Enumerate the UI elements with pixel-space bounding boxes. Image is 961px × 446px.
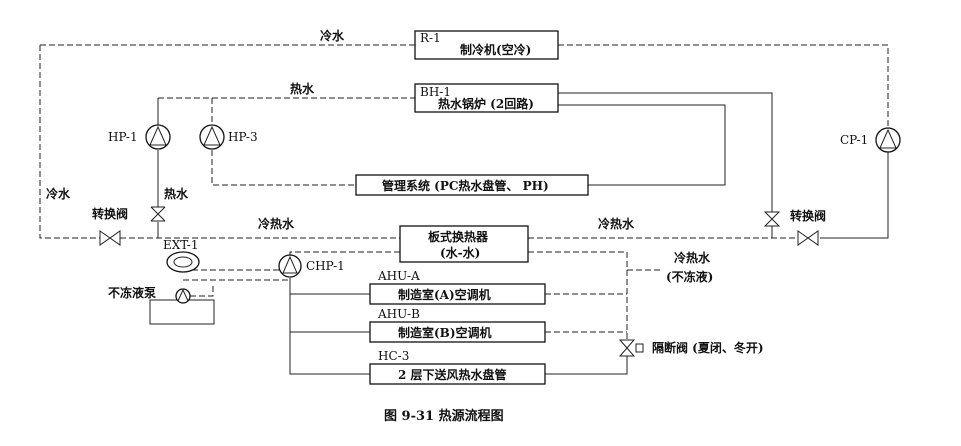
- figure-caption: 图 9-31 热源流程图: [384, 408, 504, 424]
- heat-exchanger-box: [399, 225, 529, 263]
- chp1-label: CHP-1: [306, 259, 345, 273]
- flow-label-hot-mid: 热水: [164, 186, 189, 201]
- hc3-return: [545, 356, 628, 375]
- bh1-boiler-box: [414, 83, 559, 113]
- hp1-pump-icon: [145, 124, 171, 150]
- isolation-valve-icon: [618, 339, 644, 357]
- switch-valve-left-label: 转换阀: [92, 206, 128, 221]
- ahu-b-box: [369, 321, 546, 343]
- flow-label-coldhot-left: 冷热水: [258, 216, 295, 231]
- mgmt-name: 管理系统 (PC热水盘管、 PH): [382, 178, 549, 193]
- flow-label-coldhot-side-2: (不冻液): [666, 269, 713, 284]
- mgmt-system-box: [355, 174, 589, 196]
- cp1-label: CP-1: [840, 133, 868, 147]
- r1-name: 制冷机(空冷): [460, 42, 531, 57]
- antifreeze-pipe: [190, 283, 214, 297]
- chp1-down-pipe: [289, 278, 370, 375]
- ahu-b-name: 制造室(B)空调机: [398, 325, 492, 340]
- flow-label-hot-top: 热水: [290, 81, 315, 96]
- hc3-id: HC-3: [378, 349, 409, 363]
- antifreeze-pump-label: 不冻液泵: [108, 285, 156, 300]
- bh1-name: 热水锅炉 (2回路): [438, 96, 534, 111]
- antifreeze-pump-icon: [175, 288, 191, 304]
- cold-water-return-pipe: [558, 44, 889, 128]
- ahu-a-box: [369, 283, 546, 305]
- hx-secondary-return: [528, 251, 628, 340]
- hp3-down-pipe: [211, 150, 356, 186]
- ext1-pump-icon: [166, 251, 200, 273]
- mgmt-return-pipe: [558, 104, 726, 186]
- antifreeze-tank: [149, 299, 215, 325]
- flow-label-cold-top: 冷水: [320, 28, 345, 43]
- chp1-pump-icon: [278, 254, 302, 278]
- hx-name-2: (水-水): [440, 245, 480, 260]
- cp1-pump-icon: [875, 127, 901, 153]
- hc3-name: 2 层下送风热水盘管: [398, 367, 507, 382]
- boiler-to-valve-pipe: [558, 92, 773, 212]
- switch-valve-bottom-icon: [797, 230, 819, 246]
- r1-id: R-1: [420, 31, 441, 45]
- bh1-id: BH-1: [420, 85, 451, 99]
- flow-label-coldhot-side-1: 冷热水: [674, 250, 711, 265]
- hot-water-valve-icon: [150, 206, 166, 222]
- left-main-pipe: [39, 45, 100, 239]
- switch-valve-left-icon: [99, 230, 121, 246]
- hc3-box: [369, 363, 546, 385]
- ahu-a-id: AHU-A: [377, 269, 420, 283]
- cp1-down-pipe: [820, 152, 889, 239]
- switch-valve-right-icon: [763, 211, 781, 227]
- hp3-label: HP-3: [228, 130, 258, 144]
- switch-valve-right-label: 转换阀: [790, 208, 826, 223]
- ext1-label: EXT-1: [163, 238, 198, 252]
- hx-secondary-out: [289, 251, 400, 262]
- r1-chiller-box: [414, 30, 559, 60]
- flow-label-cold-left: 冷水: [46, 186, 71, 201]
- flow-label-coldhot-right: 冷热水: [598, 216, 635, 231]
- isolation-valve-label: 隔断阀 (夏闭、冬开): [652, 340, 764, 355]
- hx-name-1: 板式换热器: [428, 229, 489, 244]
- hp3-pump-icon: [199, 124, 225, 150]
- ahu-a-name: 制造室(A)空调机: [398, 287, 491, 302]
- ahu-b-id: AHU-B: [377, 307, 420, 321]
- hp1-label: HP-1: [108, 130, 138, 144]
